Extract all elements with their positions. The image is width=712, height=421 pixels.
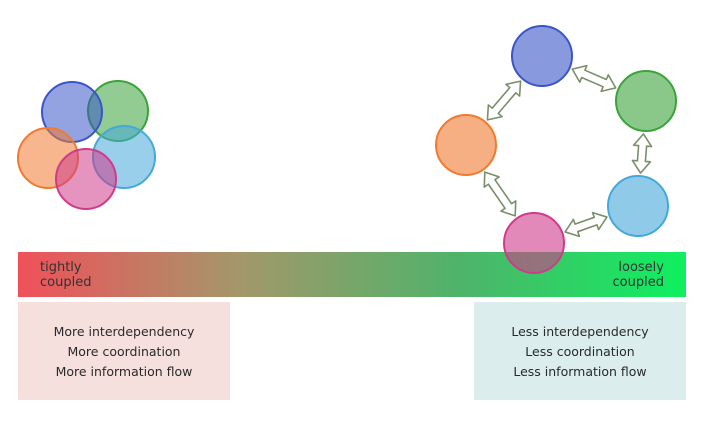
trait-more-coordination: More coordination bbox=[67, 343, 181, 359]
trait-less-coordination: Less coordination bbox=[525, 343, 635, 359]
loosely-coupled-label: loosely coupled bbox=[613, 260, 664, 290]
cluster-circle-magenta bbox=[55, 148, 117, 210]
tightly-coupled-traits: More interdependency More coordination M… bbox=[18, 302, 230, 400]
trait-less-information-flow: Less information flow bbox=[513, 363, 647, 379]
loosely-coupled-ring bbox=[435, 25, 677, 274]
arrow-green-cyan bbox=[631, 133, 653, 174]
loosely-coupled-panel bbox=[474, 302, 686, 400]
loosely-coupled-label-line-1: loosely bbox=[618, 260, 664, 275]
coupling-scale-bar bbox=[18, 252, 686, 297]
ring-circle-green bbox=[615, 70, 677, 132]
ring-circle-blue bbox=[511, 25, 573, 87]
ring-circle-cyan bbox=[607, 175, 669, 237]
arrow-cyan-magenta bbox=[564, 211, 608, 238]
trait-more-interdependency: More interdependency bbox=[53, 323, 195, 339]
trait-less-interdependency: Less interdependency bbox=[511, 323, 649, 339]
arrow-blue-green bbox=[571, 64, 617, 93]
tightly-coupled-label-line-1: tightly bbox=[40, 260, 82, 275]
tightly-coupled-label: tightly coupled bbox=[40, 260, 91, 290]
ring-circle-magenta bbox=[503, 212, 565, 274]
ring-circle-orange bbox=[435, 114, 497, 176]
tightly-coupled-label-line-2: coupled bbox=[40, 275, 92, 290]
loosely-coupled-traits: Less interdependency Less coordination L… bbox=[474, 302, 686, 400]
tightly-coupled-panel bbox=[18, 302, 230, 400]
arrow-magenta-orange bbox=[483, 171, 517, 217]
loosely-coupled-label-line-2: coupled bbox=[612, 275, 664, 290]
trait-more-information-flow: More information flow bbox=[55, 363, 193, 379]
communication-arrows bbox=[483, 64, 653, 238]
tightly-coupled-cluster bbox=[17, 80, 156, 210]
arrow-orange-blue bbox=[486, 80, 522, 121]
